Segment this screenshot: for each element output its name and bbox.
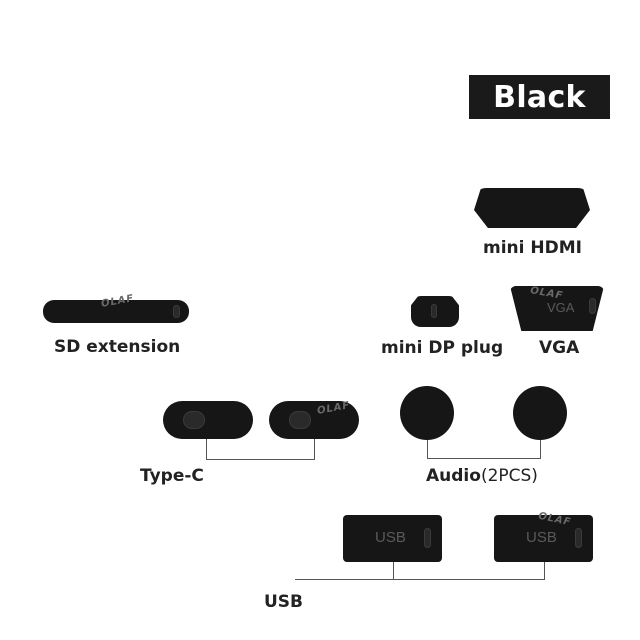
type-c-connector-line <box>206 439 207 460</box>
audio-label-text: Audio <box>426 466 481 486</box>
usb-emboss: USB <box>375 529 406 546</box>
type-c-connector-line <box>314 439 315 460</box>
mini-dp-slot <box>431 304 437 318</box>
color-badge: Black <box>469 75 610 119</box>
vga-plug: OLAF VGA <box>510 286 604 331</box>
audio-plug-1 <box>400 386 454 440</box>
brand-emboss: OLAF <box>316 400 352 417</box>
sd-extension-label: SD extension <box>54 337 181 357</box>
usb-slot <box>424 528 431 548</box>
sd-extension-plug: OLAF <box>43 293 189 323</box>
usb-connector-line <box>295 579 545 580</box>
vga-slot <box>589 298 596 314</box>
usb-label: USB <box>264 592 304 612</box>
type-c-connector-line <box>206 459 315 460</box>
audio-label: Audio(2PCS) <box>426 466 538 486</box>
usb-connector-line <box>544 562 545 580</box>
audio-connector-line <box>427 458 541 459</box>
type-c-plug-2: OLAF <box>269 400 359 439</box>
sd-slot <box>173 305 180 318</box>
type-c-slot <box>289 411 311 429</box>
mini-hdmi-plug <box>474 188 590 228</box>
vga-emboss: VGA <box>547 300 575 315</box>
usb-connector-line <box>393 562 394 580</box>
mini-dp-plug-label: mini DP plug <box>381 338 504 358</box>
type-c-plug-1 <box>163 401 253 439</box>
audio-connector-line <box>540 440 541 459</box>
brand-emboss: OLAF <box>100 293 136 310</box>
usb-plug-1: USB <box>343 515 442 562</box>
usb-emboss: USB <box>526 529 557 546</box>
audio-plug-2 <box>513 386 567 440</box>
audio-quantity: (2PCS) <box>480 466 538 486</box>
mini-hdmi-label: mini HDMI <box>483 238 582 258</box>
usb-slot <box>575 528 582 548</box>
type-c-slot <box>183 411 205 429</box>
mini-dp-plug <box>411 296 459 327</box>
brand-emboss: OLAF <box>537 510 573 529</box>
vga-label: VGA <box>539 338 580 358</box>
audio-connector-line <box>427 440 428 459</box>
usb-plug-2: OLAF USB <box>494 511 593 562</box>
type-c-label: Type-C <box>140 466 204 486</box>
